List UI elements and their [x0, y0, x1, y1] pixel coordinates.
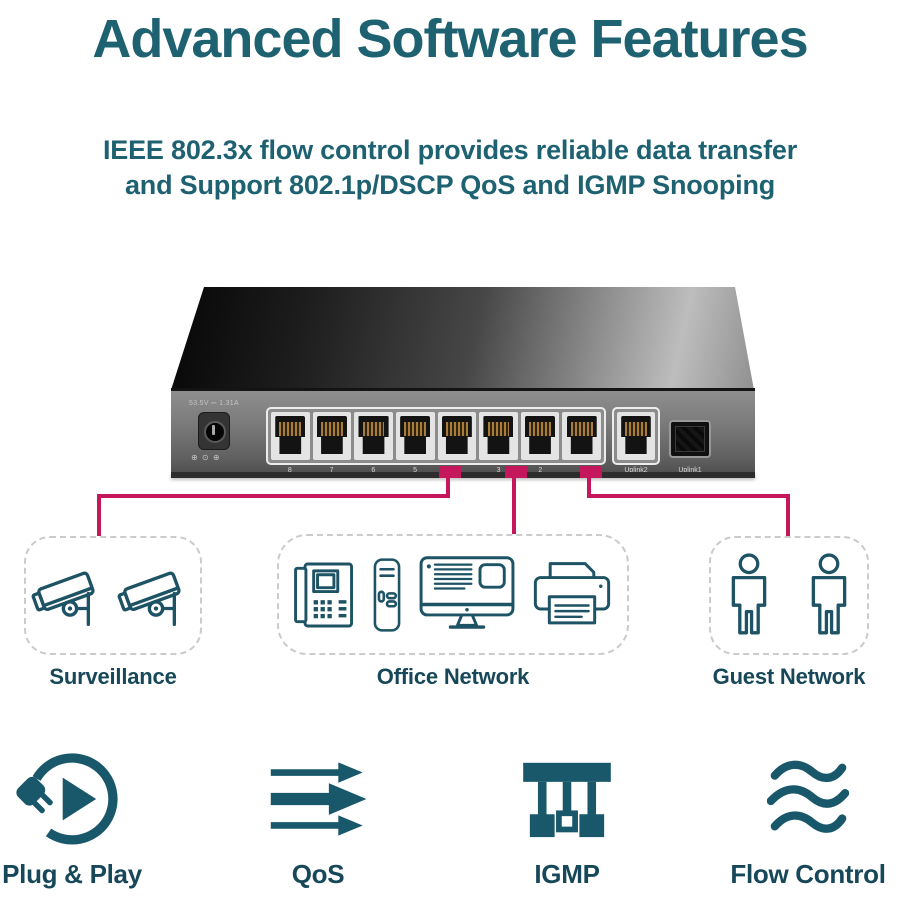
port-label: 7 [329, 467, 334, 474]
uplink2-label: Uplink2 [624, 467, 648, 474]
connector-line-guest-down [786, 494, 790, 538]
port-label: 6 [371, 467, 376, 474]
qos-label: QoS [291, 859, 345, 889]
sfp-cage-icon [675, 426, 705, 452]
rj45-jack-icon [524, 415, 556, 455]
gold-pins [445, 421, 468, 436]
port-label: 8 [287, 467, 292, 474]
power-jack-pin [212, 425, 215, 435]
flow-control-label: Flow Control [730, 859, 886, 889]
gold-pins [487, 421, 510, 436]
igmp-icon [517, 744, 617, 854]
plug-play-label: Plug & Play [2, 859, 142, 889]
desktop-tower-icon [373, 557, 401, 632]
port-label: 2 [538, 467, 543, 474]
ip-phone-icon [294, 562, 354, 627]
feature-plug-and-play: Plug & Play [0, 744, 172, 890]
highlight-bar-port1 [580, 466, 602, 478]
rj45-port-4 [437, 412, 477, 460]
feature-igmp: IGMP [467, 744, 667, 890]
port-label: 3 [496, 467, 501, 474]
gold-pins [404, 421, 426, 436]
sfp-port-uplink1 [669, 420, 711, 458]
rj45-jack-icon [400, 415, 431, 455]
person-icon [731, 552, 767, 634]
switch-base-edge [171, 472, 755, 478]
rj45-port-8 [271, 412, 310, 460]
rj45-port-3 [479, 412, 518, 460]
person-icon [811, 552, 847, 634]
connector-line-guest-drop [587, 477, 591, 498]
office-network-label: Office Network [376, 664, 530, 689]
highlight-bar-port3 [505, 466, 527, 478]
port-label: 5 [413, 467, 418, 474]
igmp-label: IGMP [534, 859, 600, 889]
rj45-port-6 [354, 412, 393, 460]
switch-top-panel [171, 287, 754, 390]
subtitle: IEEE 802.3x flow control provides reliab… [0, 133, 900, 203]
gold-pins [625, 421, 647, 436]
gold-pins [362, 421, 385, 436]
guest-network-label: Guest Network [712, 664, 866, 689]
connector-line-surveillance-down [97, 494, 101, 538]
rj45-port-1 [562, 412, 601, 460]
rj45-jack-icon [566, 415, 597, 455]
gold-pins [321, 421, 343, 436]
rj45-port-2 [520, 412, 560, 460]
polarity-symbol: ⊕ ⊙ ⊕ [191, 453, 221, 462]
uplink2-port [612, 407, 660, 465]
network-switch: 53.5V ⎓ 1.31A ⊕ ⊙ ⊕ 8 7 6 5 [170, 284, 756, 478]
connector-line-guest-horizontal [587, 494, 790, 498]
rj45-jack-icon [275, 415, 306, 455]
gold-pins [570, 421, 593, 436]
gold-pins [279, 421, 302, 436]
subtitle-line-2: and Support 802.1p/DSCP QoS and IGMP Sno… [124, 170, 776, 200]
power-rating-label: 53.5V ⎓ 1.31A [189, 400, 239, 407]
surveillance-label: Surveillance [49, 664, 177, 689]
rj45-jack-icon [621, 415, 651, 455]
connector-line-surveillance-horizontal [97, 494, 450, 498]
connector-line-surveillance-drop [446, 477, 450, 498]
printer-icon [533, 561, 611, 624]
guest-network-group-box [709, 536, 869, 655]
rj45-jack-icon [483, 415, 514, 455]
rj45-port-7 [312, 412, 352, 460]
connector-line-office-down [512, 477, 516, 537]
page-title: Advanced Software Features [92, 9, 808, 69]
cctv-camera-icon [117, 571, 181, 626]
rj45-port-uplink2 [617, 412, 655, 460]
qos-icon [267, 744, 369, 854]
surveillance-group-box [24, 536, 202, 655]
rj45-jack-icon [358, 415, 389, 455]
rj45-port-5 [395, 412, 435, 460]
plug-play-icon [14, 744, 130, 854]
rj45-port-group [266, 407, 606, 465]
feature-flow-control: Flow Control [708, 744, 900, 890]
subtitle-line-1: IEEE 802.3x flow control provides reliab… [102, 135, 798, 165]
cctv-camera-icon [31, 571, 95, 626]
office-network-group-box [277, 534, 629, 655]
power-jack-hole [204, 421, 226, 443]
power-jack [198, 412, 230, 450]
feature-qos: QoS [218, 744, 418, 890]
highlight-bar-port4 [439, 466, 461, 478]
rj45-jack-icon [316, 415, 347, 455]
gold-pins [529, 421, 551, 436]
switch-front-panel: 53.5V ⎓ 1.31A ⊕ ⊙ ⊕ 8 7 6 5 [171, 388, 755, 474]
uplink1-label: Uplink1 [678, 467, 702, 474]
rj45-jack-icon [441, 415, 472, 455]
monitor-icon [419, 555, 515, 629]
flow-control-icon [767, 744, 849, 854]
